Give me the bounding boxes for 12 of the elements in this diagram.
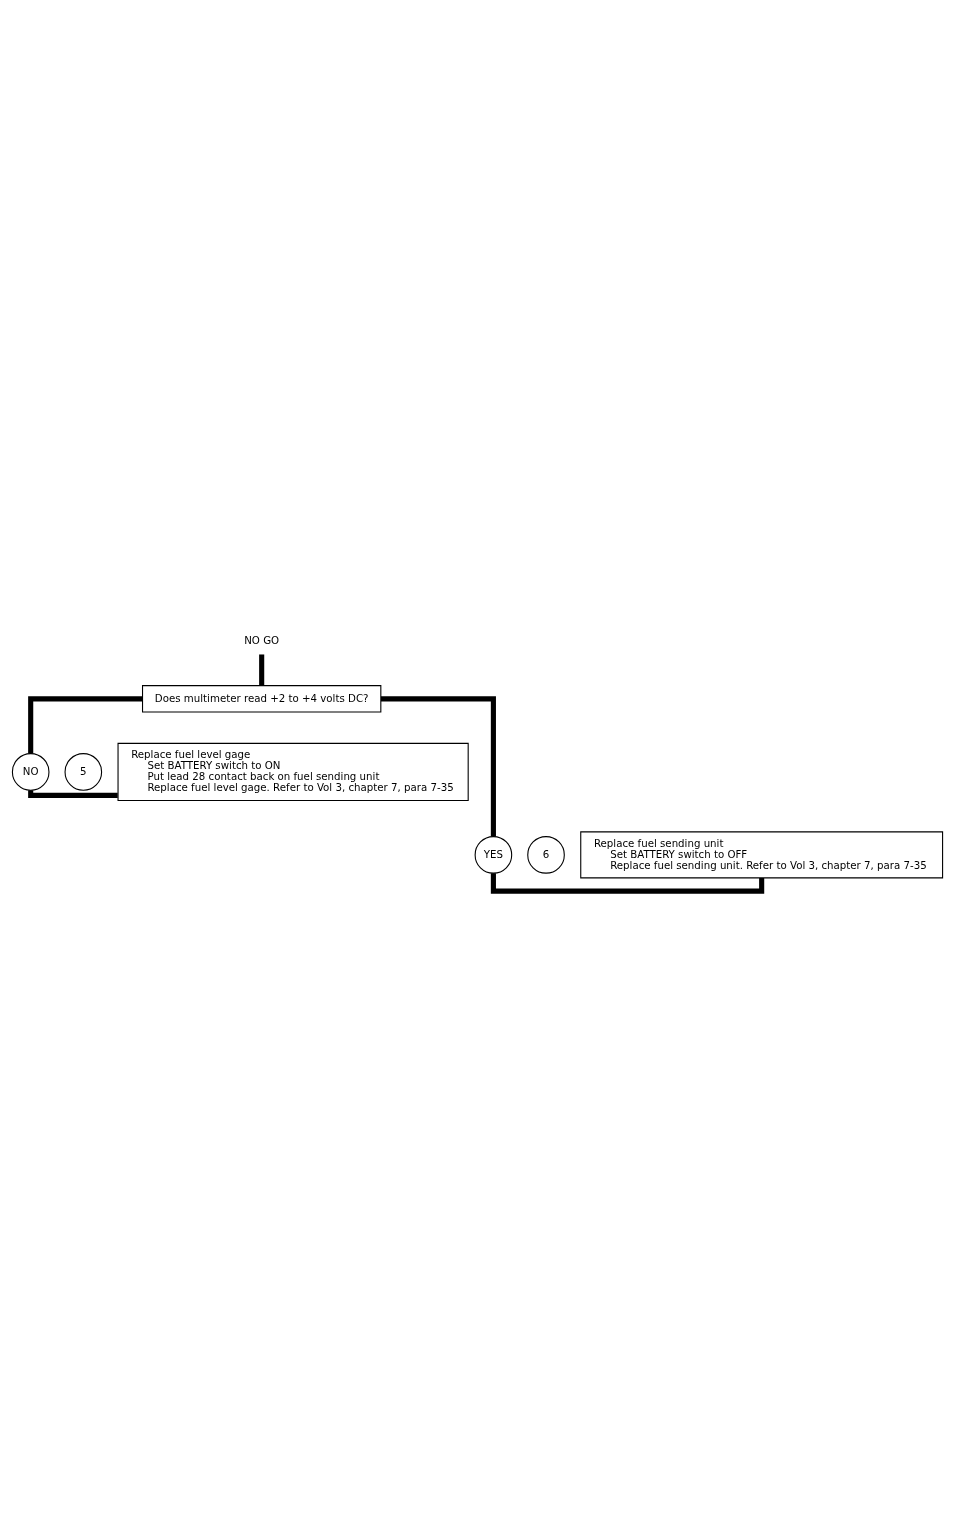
node-text: NO GO xyxy=(244,634,280,646)
connector xyxy=(490,873,765,894)
connector xyxy=(28,696,143,754)
node-circle: NO xyxy=(11,753,50,791)
connector xyxy=(259,654,265,686)
node-circle: 6 xyxy=(527,836,565,874)
connector xyxy=(380,696,496,837)
node-box: Replace fuel sending unit Set BATTERY switch to OFF Replace fuel sending unit. Refer to Vol 3, chapter 7, para 7-35 xyxy=(580,831,944,879)
node-circle: YES xyxy=(474,836,513,874)
node-box: Does multimeter read +2 to +4 volts DC? xyxy=(142,685,382,713)
node-circle: 5 xyxy=(64,753,103,791)
node-box: Replace fuel level gage Set BATTERY switch to ON Put lead 28 contact back on fuel sending unit Replace fuel level gage. Refer to Vol 3, chapter 7, para 7-35 xyxy=(117,742,469,801)
